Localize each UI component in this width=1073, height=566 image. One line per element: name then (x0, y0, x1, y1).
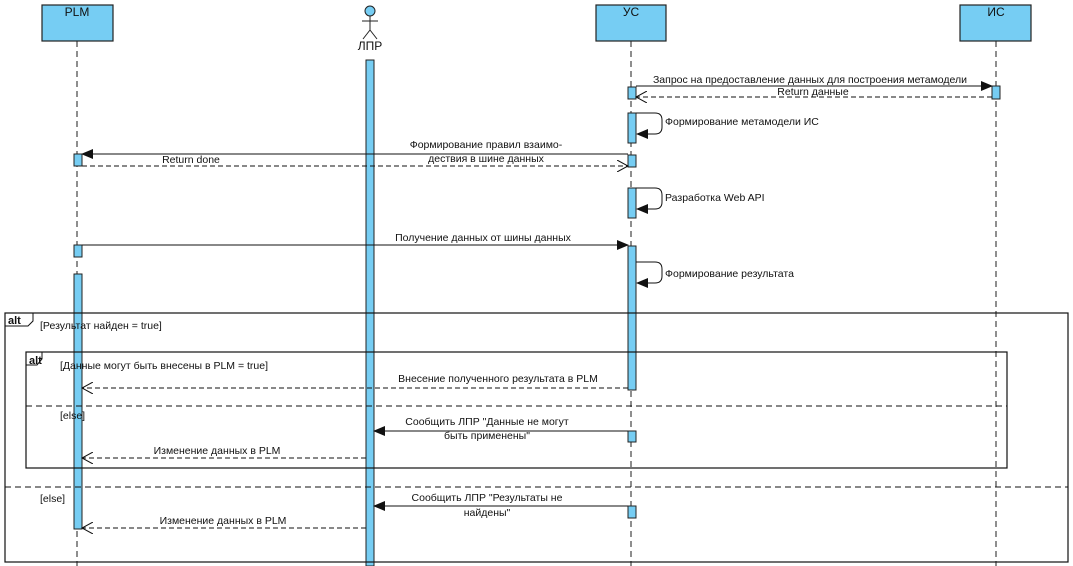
participant-us[interactable]: УС (595, 4, 667, 42)
participant-label: ЛПР (358, 39, 383, 53)
fragment-operator: alt (29, 355, 42, 367)
alt-fragment-inner: alt [Данные могут быть внесены в PLM = t… (25, 351, 1008, 469)
activation-plm (73, 153, 83, 167)
activation-is (991, 85, 1001, 100)
svg-text:быть применены": быть применены" (444, 430, 530, 442)
message-request-data[interactable]: Запрос на предоставление данных для пост… (636, 74, 993, 91)
activation-us (627, 187, 637, 219)
participant-plm[interactable]: PLM (41, 4, 114, 42)
self-message-metamodel[interactable]: Формирование метамодели ИС (636, 112, 819, 139)
svg-text:Return данные: Return данные (777, 86, 849, 98)
fragment-guard: [Результат найден = true] (40, 320, 162, 332)
svg-text:Запрос на предоставление данны: Запрос на предоставление данных для пост… (653, 74, 967, 86)
message-bus-rules[interactable]: Формирование правил взаимо- дествия в ши… (81, 139, 628, 165)
alt-fragment-outer: alt [Результат найден = true] [else] (4, 312, 1069, 563)
message-change-plm-data[interactable]: Изменение данных в PLM (82, 515, 366, 528)
fragment-guard: [Данные могут быть внесены в PLM = true] (60, 360, 268, 372)
activation-plm (73, 273, 83, 530)
fragment-operator: alt (8, 315, 21, 327)
message-apply-result[interactable]: Внесение полученного результата в PLM (82, 373, 628, 388)
message-get-bus-data[interactable]: Получение данных от шины данных (82, 232, 629, 250)
participant-is[interactable]: ИС (959, 4, 1032, 42)
activation-us (627, 430, 637, 443)
svg-text:Формирование правил взаимо-: Формирование правил взаимо- (410, 139, 563, 151)
svg-text:Формирование результата: Формирование результата (665, 268, 794, 280)
participant-label: ИС (987, 5, 1005, 19)
message-change-plm-data[interactable]: Изменение данных в PLM (82, 445, 366, 458)
message-return-data[interactable]: Return данные (636, 86, 992, 98)
activation-us (627, 154, 637, 168)
participant-label: PLM (65, 5, 90, 19)
activation-us (627, 112, 637, 144)
svg-text:Формирование метамодели ИС: Формирование метамодели ИС (665, 116, 819, 128)
actor-icon (364, 5, 376, 17)
svg-text:Сообщить ЛПР "Данные не могут: Сообщить ЛПР "Данные не могут (405, 416, 569, 428)
fragment-else-guard: [else] (60, 410, 85, 422)
svg-text:Return done: Return done (162, 154, 220, 166)
self-message-web-api[interactable]: Разработка Web API (636, 187, 765, 214)
participant-label: УС (623, 5, 640, 19)
svg-text:Внесение полученного результат: Внесение полученного результата в PLM (398, 373, 598, 385)
svg-text:Изменение данных в PLM: Изменение данных в PLM (154, 445, 281, 457)
message-return-done[interactable]: Return done (82, 154, 628, 166)
svg-text:дествия в шине данных: дествия в шине данных (428, 153, 545, 165)
participant-lpr-actor[interactable]: ЛПР (358, 5, 383, 53)
svg-text:Изменение данных в PLM: Изменение данных в PLM (160, 515, 287, 527)
fragment-else-guard: [else] (40, 493, 65, 505)
svg-text:найдены": найдены" (464, 507, 511, 519)
activation-plm (73, 244, 83, 258)
activation-us (627, 86, 637, 100)
svg-text:Получение данных от шины данны: Получение данных от шины данных (395, 232, 572, 244)
activation-us (627, 505, 637, 519)
message-notify-cannot-apply[interactable]: Сообщить ЛПР "Данные не могут быть приме… (373, 416, 628, 442)
activation-us (627, 245, 637, 391)
svg-text:Разработка Web API: Разработка Web API (665, 192, 765, 204)
svg-text:Сообщить ЛПР "Результаты не: Сообщить ЛПР "Результаты не (412, 492, 563, 504)
message-notify-not-found[interactable]: Сообщить ЛПР "Результаты не найдены" (373, 492, 628, 519)
self-message-result[interactable]: Формирование результата (636, 261, 794, 288)
